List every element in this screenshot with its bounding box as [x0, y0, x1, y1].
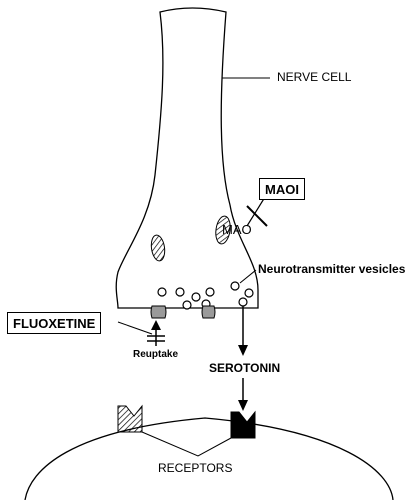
maoi-label: MAOI — [259, 178, 305, 200]
reuptake-transporter-left — [150, 305, 167, 319]
fluoxetine-pointer-line — [117, 321, 153, 335]
reuptake-transporter-right — [201, 305, 216, 319]
serotonin-label: SEROTONIN — [209, 361, 281, 375]
vesicle — [191, 292, 201, 302]
receptor-solid — [230, 410, 256, 439]
vesicle — [182, 300, 192, 310]
vesicle — [230, 281, 240, 291]
nerve-cell-label: NERVE CELL — [277, 70, 352, 84]
mitochondrion-right — [215, 215, 231, 245]
mitochondrion-left — [150, 234, 166, 262]
vesicle — [175, 287, 185, 297]
receptors-connector-line — [141, 431, 232, 457]
serotonin-receptor-arrowhead — [238, 400, 248, 411]
nerve-cell-outline — [115, 7, 259, 309]
mao-label: MAO — [222, 222, 252, 237]
vesicle — [205, 287, 215, 297]
neurotransmitter-vesicles-label: Neurotransmitter vesicles — [258, 262, 406, 276]
postsynaptic-cell-outline — [24, 417, 394, 500]
vesicle — [244, 288, 254, 298]
maoi-inhibition-line — [246, 205, 268, 227]
vesicles-pointer-line — [239, 269, 257, 284]
reuptake-label: Reuptake — [133, 349, 179, 360]
fluoxetine-label: FLUOXETINE — [7, 312, 102, 334]
maoi-connector-line — [246, 196, 266, 227]
reuptake-arrowhead — [151, 320, 161, 330]
vesicle — [238, 297, 248, 307]
receptors-label: RECEPTORS — [158, 461, 233, 475]
serotonin-release-arrowhead — [238, 345, 248, 356]
receptor-hatched — [117, 404, 143, 433]
vesicle — [157, 287, 167, 297]
